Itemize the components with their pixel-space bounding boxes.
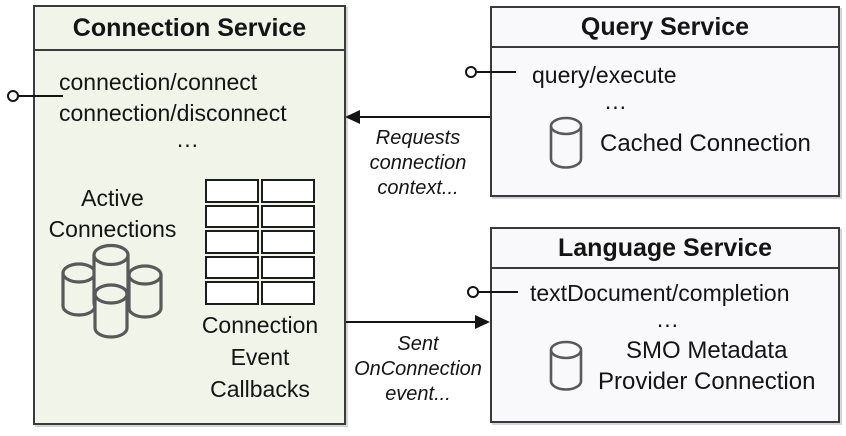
method-connection-connect: connection/connect [59, 69, 258, 95]
sent-label-line2: OnConnection [354, 358, 482, 380]
interface-line [476, 71, 516, 73]
table-cell [261, 204, 315, 229]
sent-label-line3: event... [385, 383, 451, 405]
smo-metadata-provider-label: SMO Metadata Provider Connection [598, 335, 815, 397]
interface-line [18, 95, 63, 97]
ellipsis: ... [656, 306, 680, 332]
connection-service-title: Connection Service [35, 7, 344, 51]
connection-service-box: Connection Service connection/connect co… [33, 5, 346, 425]
ellipsis: ... [176, 126, 200, 152]
method-textdocument-completion: textDocument/completion [530, 280, 790, 306]
callbacks-table-icon [205, 179, 315, 305]
table-cell [261, 230, 315, 254]
query-service-box: Query Service query/execute ... Cached C… [490, 6, 840, 197]
requests-label-line3: context... [377, 177, 459, 199]
table-cell [205, 179, 259, 203]
callbacks-line2: Event [230, 344, 290, 370]
interface-line [478, 291, 518, 293]
active-connections-line2: Connections [48, 216, 177, 242]
method-query-execute: query/execute [532, 62, 677, 88]
callbacks-line3: Callbacks [210, 376, 310, 402]
language-service-box: Language Service textDocument/completion… [490, 227, 840, 423]
arrowhead-right-icon [475, 315, 490, 329]
smo-line2: Provider Connection [598, 368, 816, 395]
requests-label-line2: connection [369, 152, 467, 174]
table-cell [205, 281, 259, 305]
table-cell [205, 230, 259, 254]
ellipsis: ... [604, 88, 628, 114]
arrow-line [358, 116, 490, 118]
callbacks-line1: Connection [201, 312, 319, 338]
table-cell [205, 204, 259, 229]
connection-event-callbacks-label: Connection Event Callbacks [190, 309, 330, 405]
language-service-title: Language Service [492, 229, 838, 269]
database-icon [549, 340, 583, 391]
sent-label-line1: Sent [397, 333, 439, 355]
table-cell [205, 255, 259, 280]
requests-label-line1: Requests [375, 127, 461, 149]
database-cluster-icon [61, 243, 163, 339]
sent-onconnection-event-label: Sent OnConnection event... [352, 332, 484, 407]
query-service-title: Query Service [492, 8, 838, 48]
requests-connection-context-label: Requests connection context... [352, 126, 484, 201]
arrow-line [346, 321, 478, 323]
table-cell [261, 179, 315, 203]
method-connection-disconnect: connection/disconnect [59, 100, 287, 126]
database-icon [549, 116, 583, 169]
table-cell [261, 255, 315, 280]
smo-line1: SMO Metadata [626, 337, 788, 364]
table-cell [261, 281, 315, 305]
active-connections-line1: Active [81, 185, 144, 211]
cached-connection-label: Cached Connection [600, 129, 811, 157]
arrowhead-left-icon [345, 110, 360, 124]
active-connections-label: Active Connections [40, 183, 185, 245]
